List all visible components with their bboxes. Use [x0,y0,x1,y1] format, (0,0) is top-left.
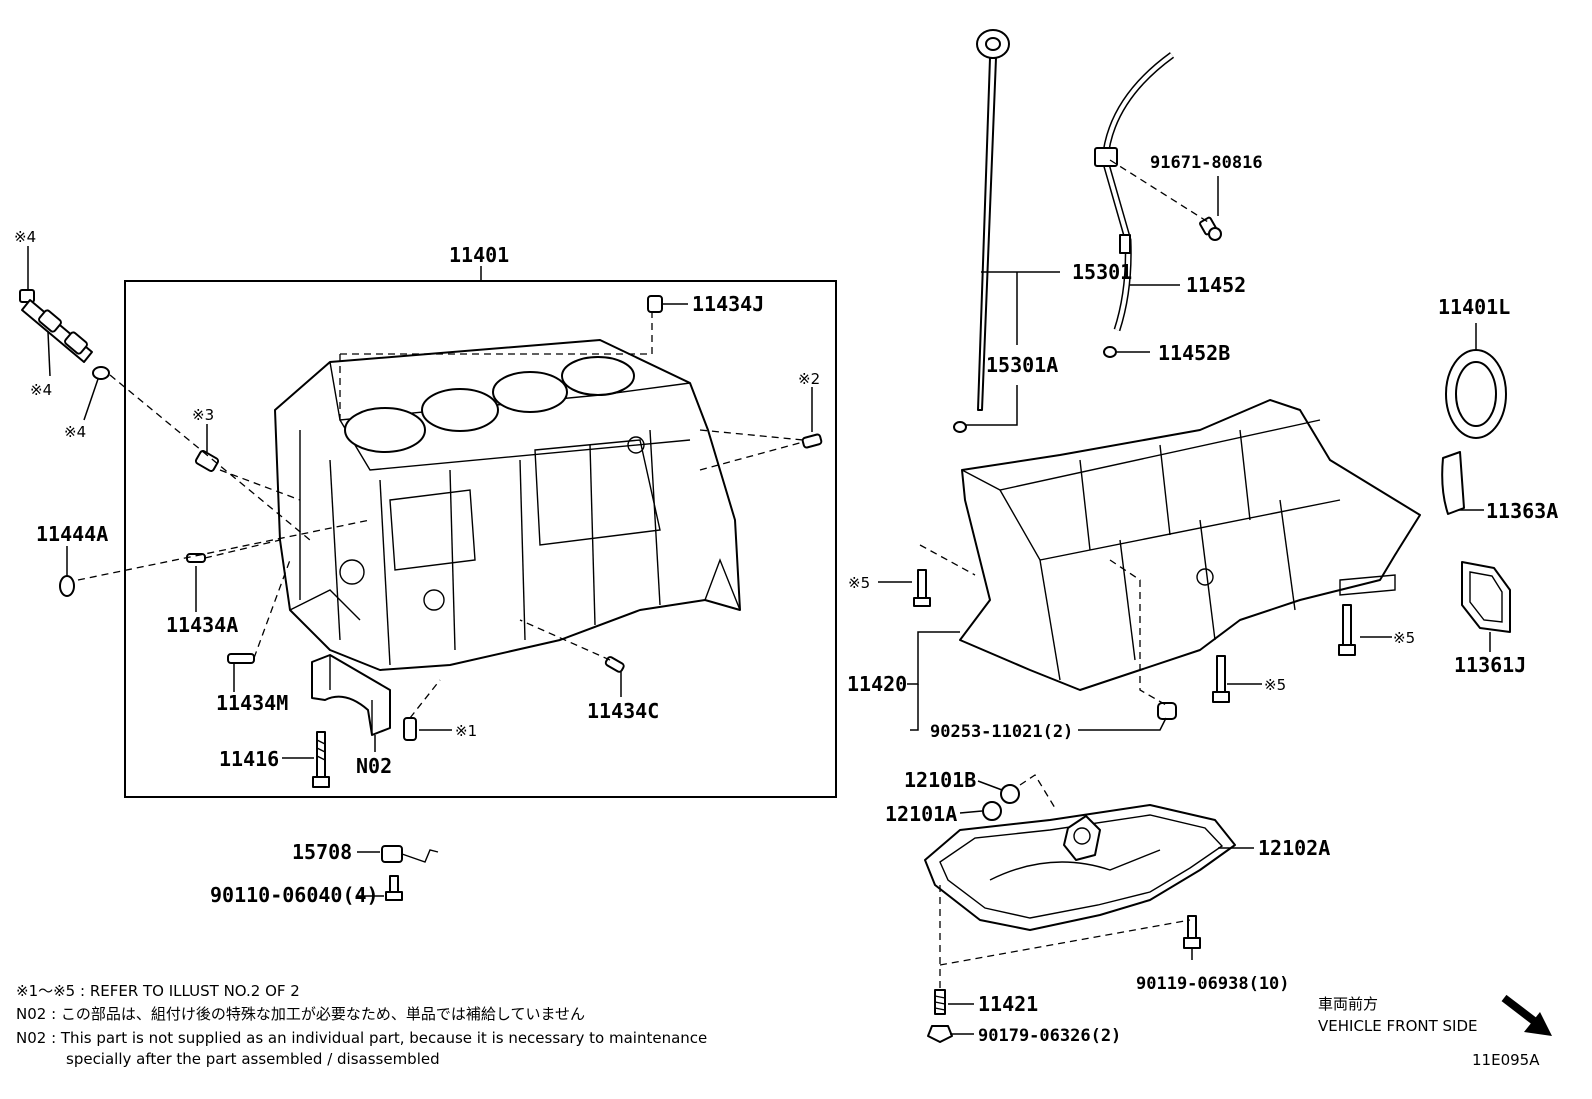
label-12102A: 12102A [1258,836,1330,860]
ref-mark-5-mid: ※5 [1264,676,1286,694]
label-12101A: 12101A [885,802,957,826]
leader-lines-crankcase [878,544,1392,731]
bolt-11416 [312,731,330,788]
label-90119: 90119-06938(10) [1136,974,1290,994]
label-15301A: 15301A [986,353,1058,377]
label-N02: N02 [356,754,392,778]
ref-mark-4-bot: ※4 [64,423,86,441]
plug-11434J [647,295,663,313]
label-12101B: 12101B [904,768,976,792]
oil-level-gauge-guide-11452 [1094,52,1175,332]
o-ring-4 [92,366,110,380]
o-ring-15301A [953,421,967,433]
vehicle-front-en: VEHICLE FRONT SIDE [1318,1017,1478,1035]
ref-mark-2: ※2 [798,370,820,388]
note-n02-jp: N02 : この部品は、組付け後の特殊な加工が必要なため、単品では補給していませ… [16,1005,585,1023]
label-91671: 91671-80816 [1150,153,1263,173]
ref-mark-4-top: ※4 [14,228,36,246]
oil-control-valve-4 [19,289,93,363]
label-11416: 11416 [219,747,279,771]
pin-11434C [604,656,625,673]
label-90253: 90253-11021(2) [930,722,1073,742]
note-refer: ※1～※5 : REFER TO ILLUST NO.2 OF 2 [16,982,300,1000]
oil-pan-12102A [924,804,1236,931]
bolt-90119 [1183,915,1201,949]
label-11434J: 11434J [692,292,764,316]
o-ring-11452B [1103,346,1117,358]
label-15301: 15301 [1072,260,1132,284]
bolt-5c [1212,655,1230,703]
note-n02-en-line2: specially after the part assembled / dis… [66,1050,440,1068]
arrow-down-right-icon [1501,994,1552,1036]
cover-11361J [1461,561,1511,652]
ref-mark-5-right: ※5 [1393,629,1415,647]
nut-90179 [927,1025,953,1043]
label-11434C: 11434C [587,699,659,723]
plug-12101A [982,801,1002,821]
label-11434M: 11434M [216,691,288,715]
label-11401: 11401 [449,243,509,267]
stud-11421 [934,989,946,1015]
label-90110: 90110-06040(4) [210,883,379,907]
bearing-cap-n02 [311,654,391,736]
vehicle-front-jp: 車両前方 [1318,995,1378,1013]
gasket-12101B [1000,784,1020,804]
pin-11434M [227,653,255,664]
bolt-5a [913,569,931,607]
ref-mark-4-mid: ※4 [30,381,52,399]
label-11401L: 11401L [1438,295,1510,319]
label-11444A: 11444A [36,522,108,546]
label-11420: 11420 [847,672,907,696]
oil-jet-15708 [356,845,439,901]
o-ring-11444A [59,575,75,597]
crankcase-11420 [959,399,1421,691]
label-11361J: 11361J [1454,653,1526,677]
label-11452B: 11452B [1158,341,1230,365]
label-11452: 11452 [1186,273,1246,297]
assembly-lines-block [77,312,804,719]
label-15708: 15708 [292,840,352,864]
oil-level-gauge-15301 [976,29,1010,411]
illustration-id: 11E095A [1472,1051,1540,1069]
pin-2 [801,433,823,449]
oil-seal-11401L [1445,323,1507,439]
leader-lines-block [27,246,813,759]
ref-mark-3: ※3 [192,406,214,424]
label-90179: 90179-06326(2) [978,1026,1121,1046]
ref-mark-1: ※1 [455,722,477,740]
ref-mark-5-left: ※5 [848,574,870,592]
cylinder-block-illustration [274,339,741,671]
bolt-91671 [1199,216,1222,241]
leader-lines-gauge [966,159,1219,426]
bolt-5b [1338,604,1356,656]
label-11434A: 11434A [166,613,238,637]
cover-11363A [1441,451,1484,515]
leader-lines-oilpan [939,774,1254,1035]
plug-3 [194,450,220,472]
knock-pin-1 [403,717,417,741]
label-11421: 11421 [978,992,1038,1016]
label-11363A: 11363A [1486,499,1558,523]
note-n02-en-line1: N02 : This part is not supplied as an in… [16,1029,707,1047]
plug-90253 [1157,702,1177,720]
